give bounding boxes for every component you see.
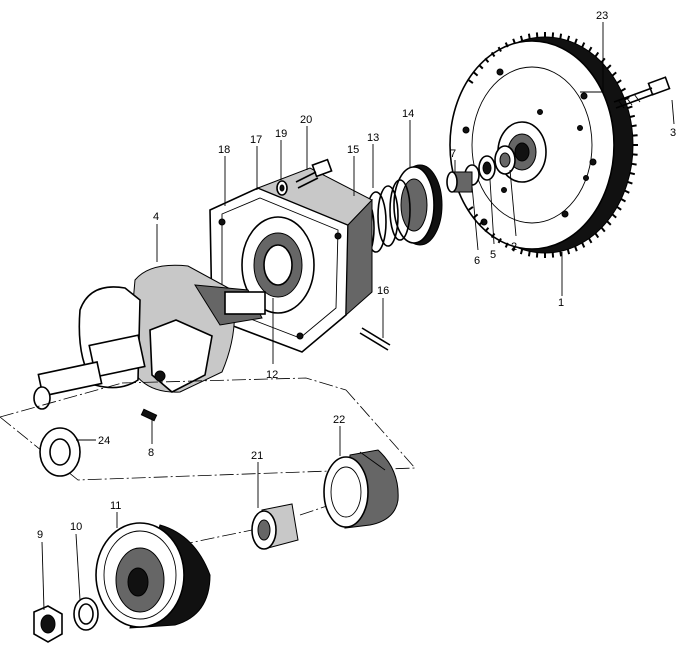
leader-lines: [41, 22, 675, 611]
pulley-11-drawing: [95, 522, 211, 629]
part-label-16: 16: [377, 285, 389, 297]
washer-24-drawing: [39, 427, 81, 477]
bushing-21-drawing: [251, 503, 299, 550]
part-label-5: 5: [490, 249, 496, 261]
bolt-20-drawing: [276, 158, 333, 196]
part-label-1: 1: [558, 297, 564, 309]
sleeve-22-drawing: [323, 449, 399, 529]
part-label-8: 8: [148, 447, 154, 459]
assembly-lines: [0, 377, 416, 555]
part-label-3: 3: [670, 127, 676, 139]
part-label-24: 24: [98, 435, 110, 447]
part-label-13: 13: [367, 132, 379, 144]
part-label-23: 23: [596, 10, 608, 22]
crankshaft-drawing: [33, 264, 266, 410]
part-label-22: 22: [333, 414, 345, 426]
part-label-15: 15: [347, 144, 359, 156]
part-label-11: 11: [110, 500, 121, 512]
pilot-bearing-parts-drawing: [446, 145, 516, 193]
nut-9-drawing: [33, 605, 63, 643]
part-label-14: 14: [402, 108, 414, 120]
part-label-21: 21: [251, 450, 263, 462]
part-label-19: 19: [275, 128, 287, 140]
pin-16-drawing: [359, 327, 391, 351]
part-labels: 1 2 3 4 5 6 7 8 9 10 11 12 13 14 15 16 1…: [37, 10, 676, 541]
bearing-14-drawing: [393, 164, 443, 246]
part-label-20: 20: [300, 114, 312, 126]
part-label-2: 2: [511, 241, 517, 253]
part-label-18: 18: [218, 144, 230, 156]
bolt-3-drawing: [613, 76, 671, 109]
part-label-7: 7: [450, 148, 456, 160]
part-label-12: 12: [266, 369, 278, 381]
key-8-drawing: [140, 408, 158, 422]
lock-washer-10-drawing: [73, 597, 99, 631]
part-label-10: 10: [70, 521, 82, 533]
part-label-9: 9: [37, 529, 43, 541]
part-label-4: 4: [153, 211, 159, 223]
flywheel-drawing: [449, 32, 638, 258]
part-label-17: 17: [250, 134, 262, 146]
part-label-6: 6: [474, 255, 480, 267]
